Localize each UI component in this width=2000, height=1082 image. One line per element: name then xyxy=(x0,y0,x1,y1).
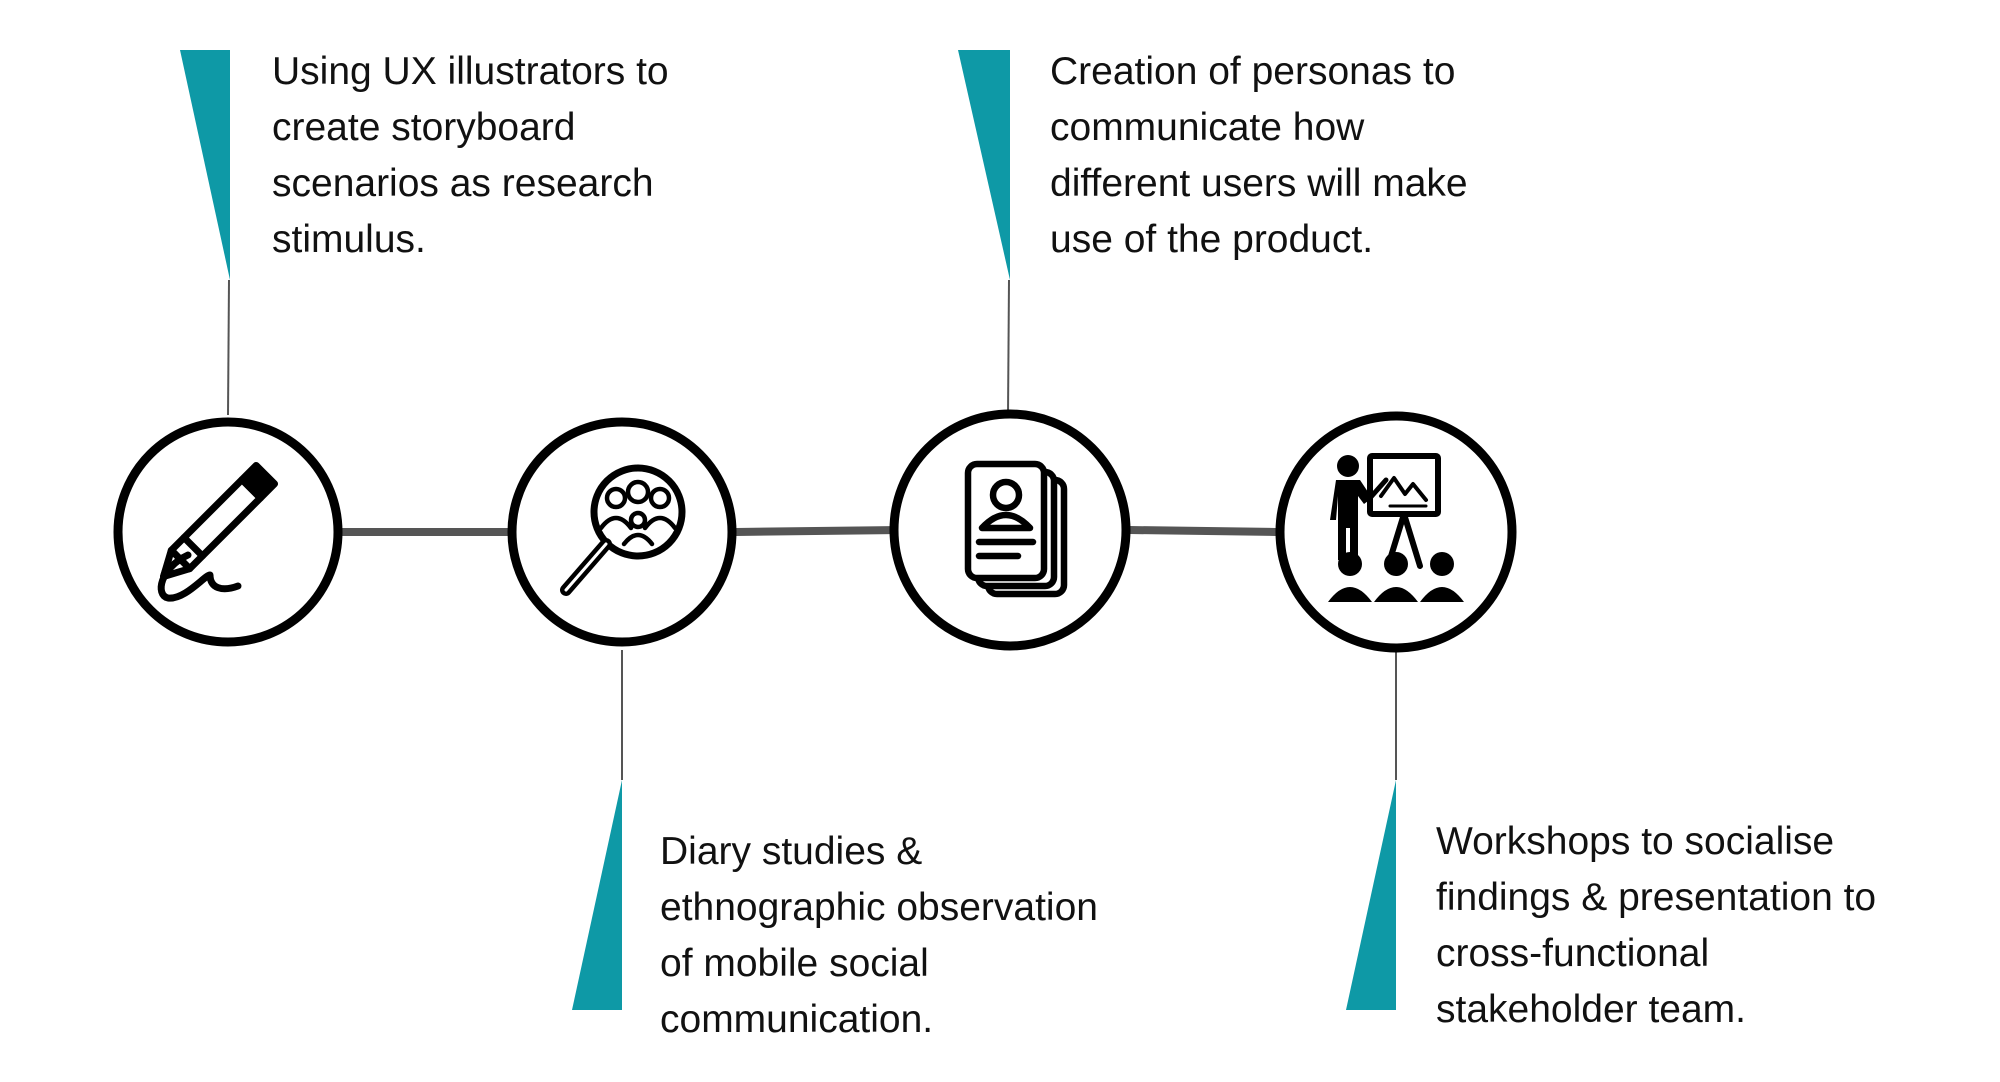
step-circle-2 xyxy=(507,417,737,647)
leader-line-1 xyxy=(227,279,230,416)
callout-flag-2 xyxy=(572,650,623,1010)
timeline-connectors xyxy=(336,526,1277,536)
callout-flag-4 xyxy=(1346,650,1397,1010)
step-4-line: Workshops to socialise xyxy=(1436,820,1835,863)
connector-3-4 xyxy=(1129,526,1277,536)
step-3-line: communicate how xyxy=(1050,106,1365,149)
leader-line-3 xyxy=(1007,279,1010,416)
persona-card-icon xyxy=(964,460,1068,598)
step-3-line: Creation of personas to xyxy=(1050,50,1456,93)
step-3-line: different users will make xyxy=(1050,162,1468,205)
step-2-line: ethnographic observation xyxy=(660,886,1098,929)
step-1-description: Using UX illustrators to create storyboa… xyxy=(272,44,669,268)
callout-flag-1 xyxy=(180,50,230,416)
step-1-line: Using UX illustrators to xyxy=(272,50,669,93)
step-3-line: use of the product. xyxy=(1050,218,1374,261)
teal-flag-3 xyxy=(958,50,1010,280)
presentation-audience-icon xyxy=(1328,453,1464,602)
step-1-line: scenarios as research xyxy=(272,162,654,205)
step-2-line: communication. xyxy=(660,998,934,1041)
teal-flag-4 xyxy=(1346,780,1396,1010)
step-4-line: cross-functional xyxy=(1436,932,1710,975)
step-4-line: findings & presentation to xyxy=(1436,876,1877,919)
step-1-line: stimulus. xyxy=(272,218,426,261)
teal-flag-1 xyxy=(180,50,230,280)
teal-flag-2 xyxy=(572,780,622,1010)
step-3-description: Creation of personas to communicate how … xyxy=(1050,44,1468,268)
connector-2-3 xyxy=(735,526,897,536)
step-2-line: of mobile social xyxy=(660,942,929,985)
callout-flag-3 xyxy=(958,50,1010,416)
magnifier-people-icon xyxy=(560,464,686,596)
step-1-line: create storyboard xyxy=(272,106,576,149)
pencil-signature-icon xyxy=(157,461,279,602)
step-4-description: Workshops to socialise findings & presen… xyxy=(1436,814,1876,1038)
step-4-line: stakeholder team. xyxy=(1436,988,1747,1031)
step-2-description: Diary studies & ethnographic observation… xyxy=(660,824,1098,1048)
step-2-line: Diary studies & xyxy=(660,830,923,873)
